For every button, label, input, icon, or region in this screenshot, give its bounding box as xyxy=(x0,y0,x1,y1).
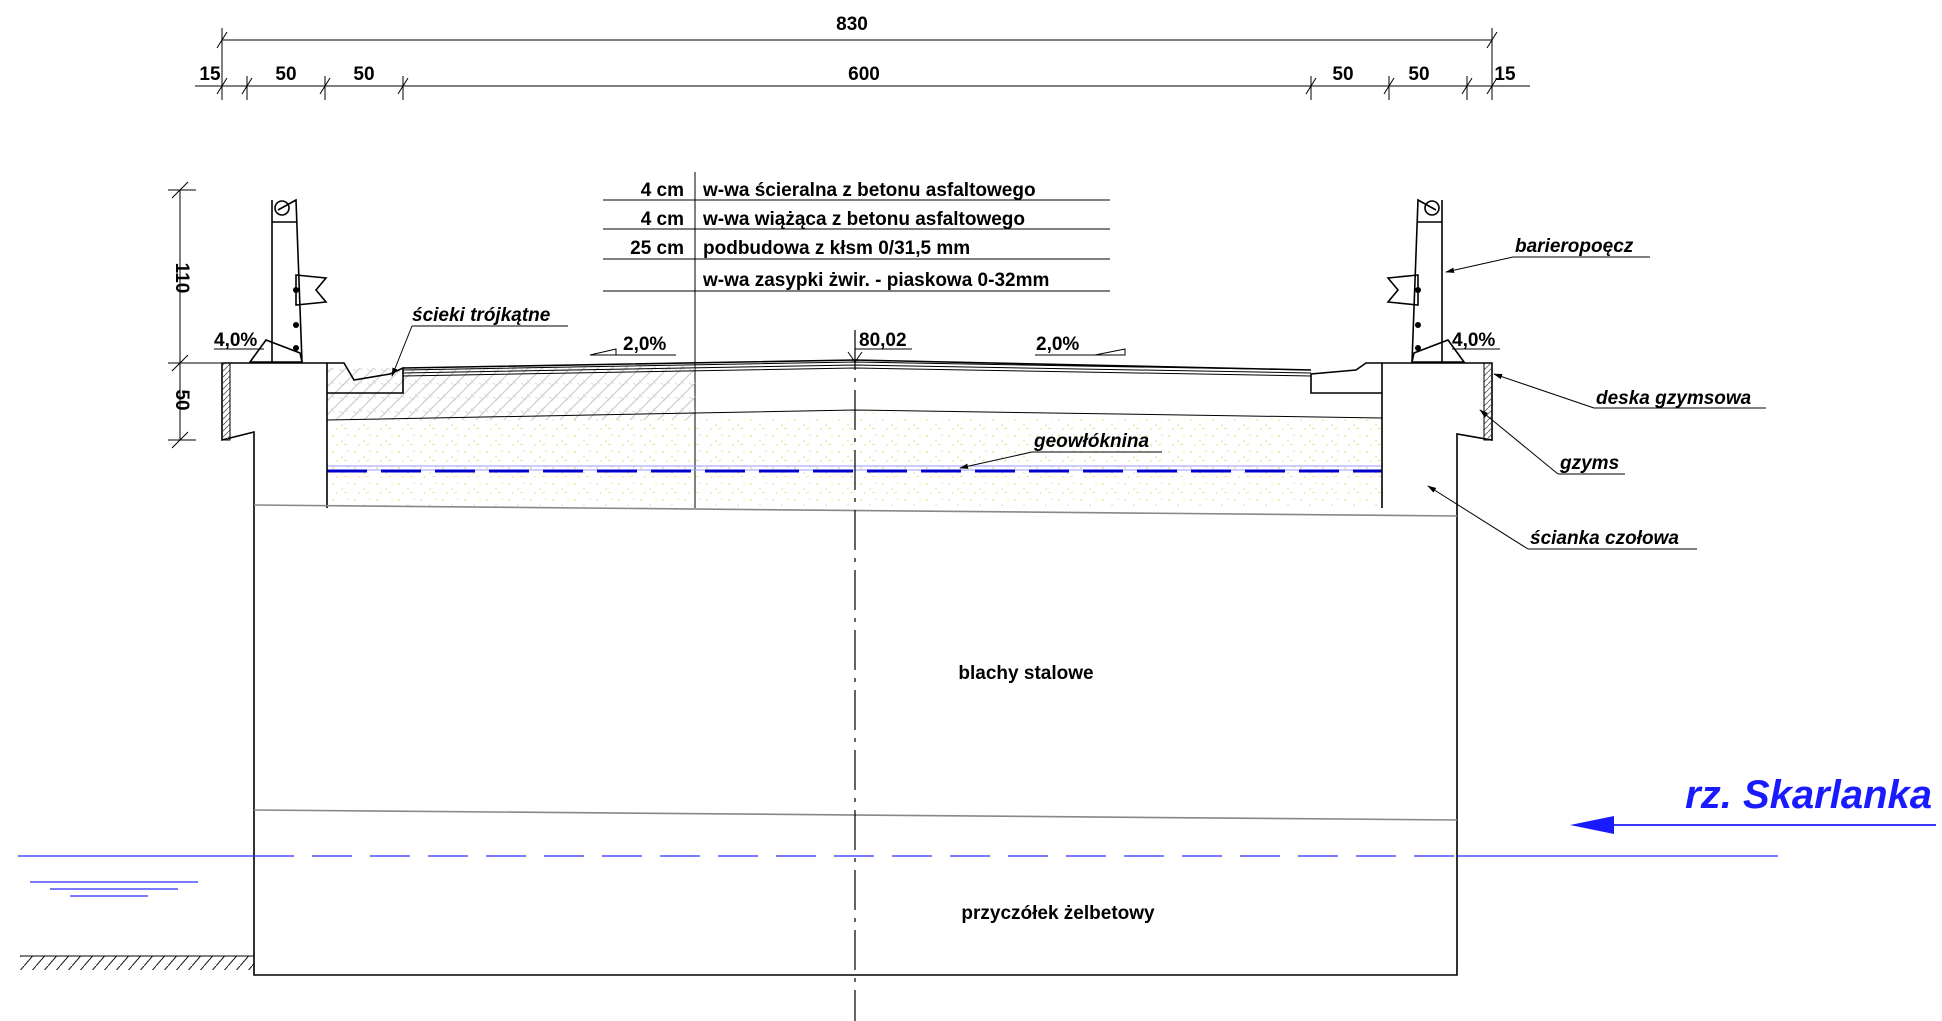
vdim-110: 110 xyxy=(171,263,192,294)
label-end-wall: ścianka czołowa xyxy=(1530,528,1679,549)
label-steel-plates: blachy stalowe xyxy=(958,663,1093,684)
label-geotextile: geowłóknina xyxy=(1033,431,1150,452)
vdim-50: 50 xyxy=(171,389,192,410)
barrier-right xyxy=(1386,198,1466,363)
cornice-board-right xyxy=(1483,362,1493,441)
dimension-lines xyxy=(195,28,1530,100)
label-barrier: barieropoęcz xyxy=(1515,236,1634,257)
leader-lines xyxy=(391,256,1766,550)
cornice-board-left xyxy=(221,362,231,441)
dim-seg-1: 15 xyxy=(199,64,221,85)
layer-1-thickness: 4 cm xyxy=(641,180,684,201)
dim-seg-3: 50 xyxy=(353,64,374,85)
label-river: rz. Skarlanka xyxy=(1685,773,1932,817)
elevation-mark: 80,02 xyxy=(859,330,907,351)
slope-right-road: 2,0% xyxy=(1036,334,1079,355)
label-cornice-board: deska gzymsowa xyxy=(1596,388,1752,409)
label-abutment: przyczółek żelbetowy xyxy=(961,903,1155,924)
ground-hatch xyxy=(20,955,254,970)
hatched-fill-left xyxy=(327,366,695,420)
slope-left-road: 2,0% xyxy=(623,334,666,355)
dim-seg-6: 50 xyxy=(1408,64,1429,85)
layer-2-desc: w-wa wiążąca z betonu asfaltowego xyxy=(702,209,1025,230)
river-arrow xyxy=(1570,816,1936,834)
dim-seg-2: 50 xyxy=(275,64,296,85)
layer-1-desc: w-wa ścieralna z betonu asfaltowego xyxy=(702,180,1036,201)
slope-right-edge: 4,0% xyxy=(1452,330,1495,351)
dim-seg-4: 600 xyxy=(848,64,880,85)
slope-left-edge: 4,0% xyxy=(214,330,257,351)
dim-seg-7: 15 xyxy=(1494,64,1516,85)
label-cornice: gzyms xyxy=(1559,453,1619,474)
barrier-left xyxy=(248,198,328,363)
dim-total: 830 xyxy=(836,14,868,35)
layer-4-desc: w-wa zasypki żwir. - piaskowa 0-32mm xyxy=(702,270,1049,291)
layer-2-thickness: 4 cm xyxy=(641,209,684,230)
label-gutters: ścieki trójkątne xyxy=(412,305,551,326)
dim-seg-5: 50 xyxy=(1332,64,1353,85)
layer-3-thickness: 25 cm xyxy=(630,238,684,259)
layer-3-desc: podbudowa z kłsm 0/31,5 mm xyxy=(703,238,970,259)
layer-table xyxy=(603,172,1110,508)
water-level xyxy=(18,855,1778,897)
slope-marks xyxy=(214,330,1500,363)
